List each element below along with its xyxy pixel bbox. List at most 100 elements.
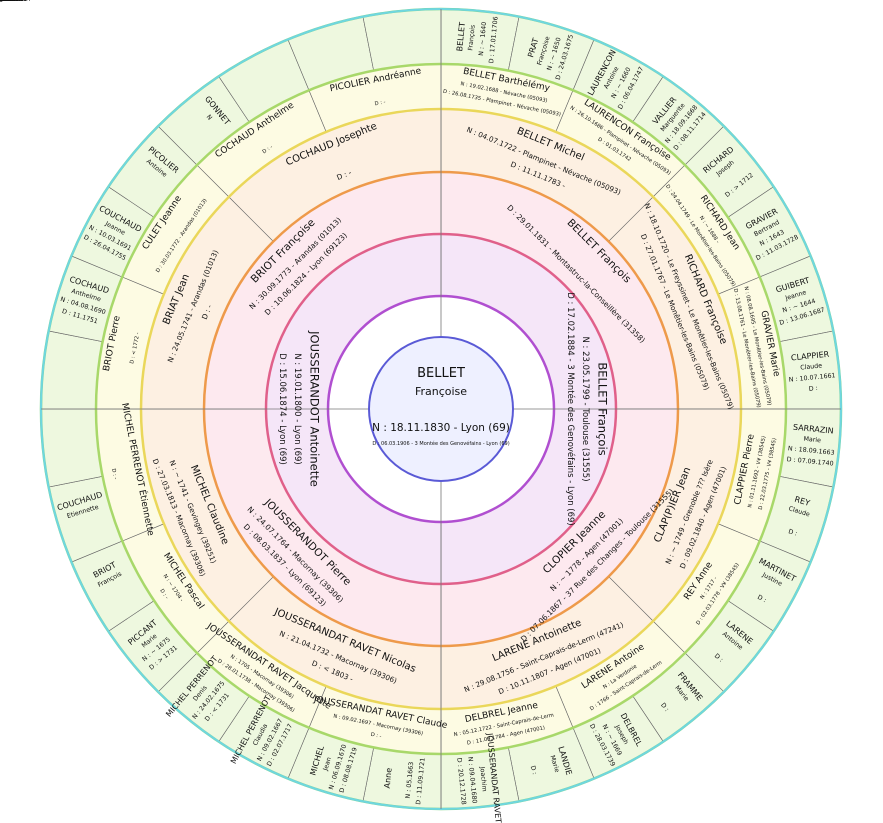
ancestor-death-gen5: D : 20.12.1728 (455, 758, 467, 805)
ancestor-cell-gen5[interactable] (40, 330, 103, 410)
ancestor-death-gen6: D : 11.1715 (0, 0, 13, 3)
ancestor-death-gen6: D : 24.05.1676 (0, 0, 17, 3)
ancestor-death-gen6: D : 04.1723 (0, 0, 13, 3)
ancestor-first-gen6: Antoine (0, 0, 9, 3)
ancestor-name-gen6: BRIOT (0, 0, 9, 3)
ancestor-death-gen6: D : 03.02.1708 (0, 0, 17, 3)
ancestor-death-gen5: D : (787, 528, 798, 537)
ancestor-death-gen6: D : 03.1696 (0, 0, 13, 3)
root-person[interactable]: BELLET Françoise N : 18.11.1830 - Lyon (… (368, 336, 514, 482)
ancestor-birth-gen1: N : 19.01.1800 - Lyon (69) (292, 353, 302, 465)
ancestor-death-gen4: D : - (374, 99, 386, 107)
ancestor-cell-gen5[interactable] (362, 8, 442, 71)
ancestor-name-gen5: SARRAZIN (793, 423, 834, 436)
ancestor-death-gen6: D : 05.1694 (0, 0, 13, 3)
ancestor-name-gen6: MINGUET (0, 0, 13, 3)
ancestor-birth-gen6: N : 1664 (0, 0, 10, 3)
ancestor-name-gen6: PRAT (0, 0, 7, 3)
ancestor-first-gen5: Jean (322, 756, 333, 772)
ancestor-first-gen6: Cécile (0, 0, 7, 3)
ancestor-first-gen6: Claude (0, 0, 8, 3)
ancestor-name-gen6: VALLIER (0, 0, 11, 3)
ancestor-death-gen5: D : 17.01.1706 (488, 16, 500, 63)
ancestor-first-gen6: Antoine (0, 0, 9, 3)
ancestor-name-gen6: PETITJEAN (0, 0, 14, 3)
ancestor-death-gen6: D : 1689 (0, 0, 10, 3)
root-first-name: Françoise (415, 385, 467, 398)
ancestor-death-gen6: D : 17.1688 (0, 0, 13, 3)
ancestor-name-gen6: VUYCHOT (0, 0, 14, 3)
ancestor-first-gen6: Anthelme (0, 0, 11, 3)
ancestor-first-gen5: François (467, 25, 477, 52)
ancestor-death-gen6: D : 1722 (0, 0, 10, 3)
ancestor-birth-gen1: N : 23.05.1799 - Toulouse (31555) (580, 336, 590, 481)
ancestor-name-gen1: JOUSSERANDOT Antoinette (307, 330, 321, 487)
ancestor-first-gen6: Françoise (0, 0, 11, 3)
ancestor-name-gen6: COUCHAUD (0, 0, 16, 3)
ancestor-first-gen6: Louis (0, 0, 6, 3)
ancestor-name-gen6: ROMAN RODIEUX (0, 0, 24, 3)
ancestor-name-gen6: CLERC (0, 0, 9, 3)
ancestor-first-gen6: François (0, 0, 10, 3)
ancestor-death-gen5: D : (808, 385, 818, 393)
ancestor-name-gen6: MICHEL (0, 0, 11, 3)
ancestor-first-gen6: Guillauma (0, 0, 12, 3)
ancestor-first-gen6: Claude (0, 0, 8, 3)
ancestor-first-gen6: Antoine (0, 0, 9, 3)
ancestor-cell-gen5[interactable] (40, 408, 103, 488)
root-disc (368, 336, 514, 482)
ancestor-first-gen6: Pierre (0, 0, 7, 3)
ancestor-death-gen6: D : 16.12.1742 (0, 0, 17, 3)
root-death: D : 06.03.1906 - 3 Montée des Genovéfain… (372, 440, 509, 447)
ancestor-first-gen6: Jeanne (0, 0, 8, 3)
ancestor-name-gen6: MICHEL PERRENOT (0, 0, 27, 3)
ancestor-name-gen6: COCHAUD GAGNET (0, 0, 27, 3)
ancestor-name-gen6: GRAVIER (0, 0, 12, 3)
ancestor-first-gen6: Jean (0, 0, 5, 3)
ancestor-cell-gen5[interactable] (362, 747, 442, 810)
ancestor-birth-gen5: N : 18.09.1663 (788, 445, 835, 457)
ancestor-death-gen4: D : - (110, 468, 118, 480)
ancestor-birth-gen6: N : 1625 (0, 0, 10, 3)
ancestor-name-gen6: LAURENCON (0, 0, 17, 3)
ancestor-death-gen6: D : > 1671 (0, 0, 12, 3)
ancestor-death-gen4: D : - (370, 732, 382, 740)
ancestor-name-gen6: FALIN (0, 0, 8, 3)
ancestor-death-gen6: D : 10.1684 (0, 0, 13, 3)
ancestor-name-gen6: THOMAS (0, 0, 12, 3)
ancestor-death-gen6: D : 03.05.1692 (0, 0, 17, 3)
ancestor-death-gen6: D : 08.04.1698 (0, 0, 17, 3)
ancestor-first-gen6: Jeanne (0, 0, 8, 3)
ancestor-death-gen5: D : (659, 702, 670, 713)
ancestor-first-gen6: Louis (0, 0, 6, 3)
ancestor-first-gen6: Pierre (0, 0, 7, 3)
ancestor-first-gen6: Anthelme (0, 0, 11, 3)
ancestor-name-gen6: MICHEL (0, 0, 11, 3)
ancestor-first-gen5: N (205, 114, 214, 122)
ancestor-cells (40, 8, 843, 811)
ancestor-birth-gen5: N : 10.07.1661 (789, 372, 836, 384)
ancestor-death-gen5: D : (756, 594, 767, 604)
ancestor-death-gen1: D : 17.02.1884 - 3 Montée des Genovéfain… (565, 292, 576, 525)
ancestor-death-gen6: D : 1680 (0, 0, 10, 3)
ancestor-death-gen4: D : - (158, 588, 169, 601)
ancestor-birth-gen6: N : ~ 1610 (0, 0, 12, 3)
ancestor-name-gen6: GUIBERT (0, 0, 13, 3)
ancestor-first-gen6: Jehanne (0, 0, 9, 3)
ancestor-name-gen6: REY (0, 0, 6, 3)
ancestor-birth-gen6: N : 1673 (0, 0, 10, 3)
ancestor-death-gen5: D : 07.09.1740 (786, 456, 833, 468)
ancestor-first-gen6: Benoîte (0, 0, 9, 3)
root-birth: N : 18.11.1830 - Lyon (69) (372, 422, 510, 434)
ancestor-name-gen5: CLAPPIER (791, 350, 830, 363)
ancestor-birth-gen6: N : 1617 (0, 0, 10, 3)
ancestor-first-gen6: Françoise (0, 0, 11, 3)
ancestor-name-gen6: SÉGAUD (0, 0, 12, 3)
ancestor-birth-gen5: N : 05.1663 (405, 762, 416, 799)
ancestor-death-gen6: D : 1727 (0, 0, 10, 3)
ancestor-first-gen5: Marie (549, 755, 561, 774)
ancestor-death-gen1: D : 15.06.1874 - Lyon (69) (277, 353, 287, 465)
ancestor-birth-gen6: N : 1612 (0, 0, 10, 3)
ancestor-name-gen6: JOYEFRAN (0, 0, 14, 3)
